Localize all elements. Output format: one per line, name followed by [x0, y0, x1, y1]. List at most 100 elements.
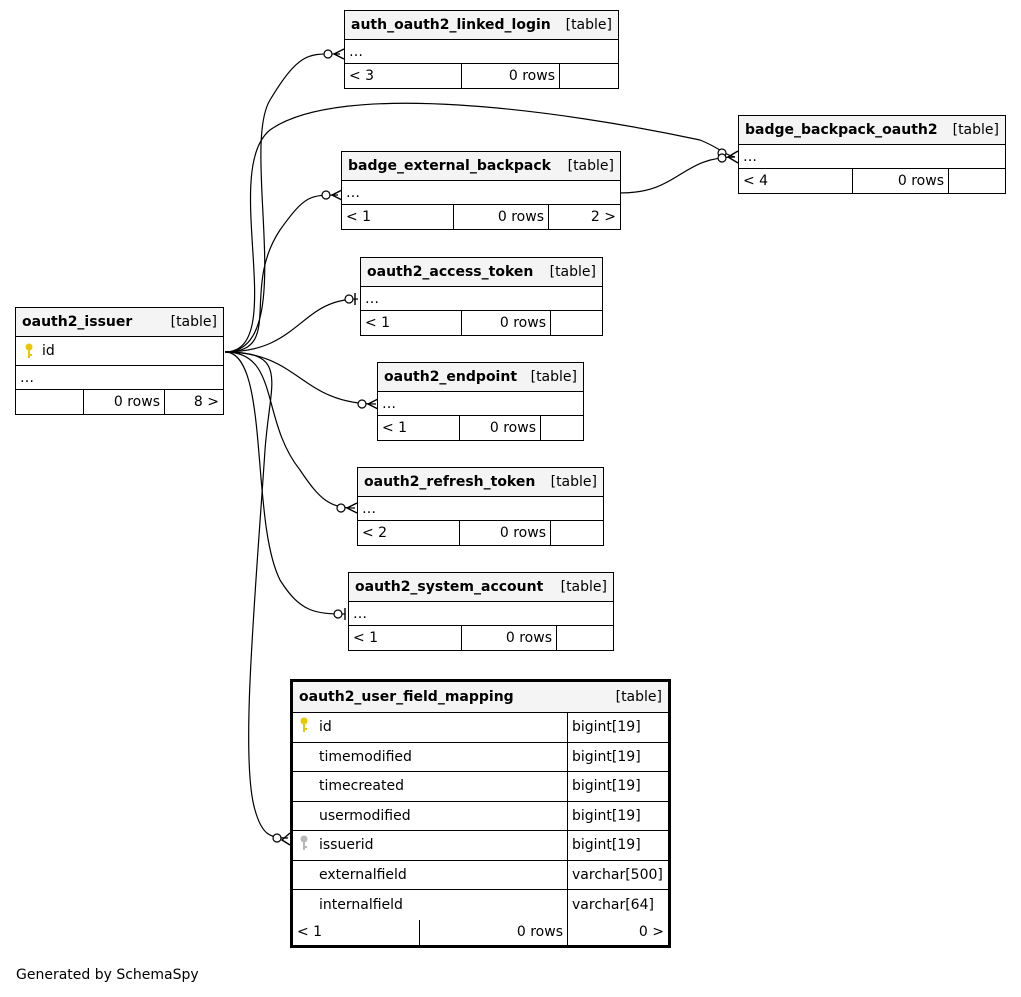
- table-header: auth_oauth2_linked_login[table]: [345, 11, 618, 40]
- table-header: oauth2_refresh_token [table]: [358, 468, 603, 497]
- children-link[interactable]: 2 >: [548, 205, 620, 229]
- table-footer: < 1 0 rows 0 >: [293, 919, 668, 945]
- collapsed-columns: …: [346, 184, 360, 201]
- parents-link[interactable]: < 1: [297, 924, 323, 940]
- children-link[interactable]: [948, 169, 1005, 193]
- table-oauth2-access-token[interactable]: oauth2_access_token[table] … < 1 0 rows: [360, 257, 603, 336]
- parents-link[interactable]: < 1: [346, 209, 372, 225]
- row-count: 0 rows: [461, 311, 550, 335]
- column-type: bigint[19]: [567, 772, 668, 801]
- table-auth-oauth2-linked-login[interactable]: auth_oauth2_linked_login[table] … < 3 0 …: [344, 10, 619, 89]
- edge-end-backpack-b: [717, 153, 727, 163]
- parents-link[interactable]: < 1: [353, 630, 379, 646]
- column-name: usermodified: [319, 807, 411, 824]
- table-footer: < 1 0 rows: [361, 311, 602, 335]
- table-name: oauth2_endpoint: [384, 369, 518, 385]
- row-count: 0 rows: [459, 416, 540, 440]
- table-footer: 0 rows 8 >: [16, 390, 223, 414]
- foreign-key-icon: [299, 835, 313, 855]
- column-name-cell: timecreated: [293, 772, 567, 801]
- row-count: 0 rows: [852, 169, 948, 193]
- table-body: …: [361, 287, 602, 311]
- table-body: …: [16, 366, 223, 390]
- table-footer: < 1 0 rows: [378, 416, 583, 440]
- column-type: bigint[19]: [567, 713, 668, 742]
- row-count: 0 rows: [459, 521, 550, 545]
- parents-link[interactable]: < 2: [362, 525, 388, 541]
- edge-system-account: [224, 351, 346, 615]
- collapsed-columns: …: [349, 43, 363, 60]
- collapsed-columns: …: [20, 369, 34, 386]
- parents-link[interactable]: < 1: [382, 420, 408, 436]
- table-header: oauth2_system_account[table]: [349, 573, 613, 602]
- children-link[interactable]: [559, 64, 618, 88]
- table-footer: < 2 0 rows: [358, 521, 603, 545]
- table-name: oauth2_refresh_token: [364, 474, 536, 490]
- table-header: badge_external_backpack [table]: [342, 152, 620, 181]
- column-name-cell: internalfield: [293, 890, 567, 920]
- table-body: …: [378, 392, 583, 416]
- column-name-cell: id: [293, 713, 567, 742]
- edge-end-endpoint: [357, 399, 367, 409]
- column-name-cell: issuerid: [293, 831, 567, 860]
- column-name: internalfield: [319, 896, 403, 913]
- column-name: issuerid: [319, 837, 374, 854]
- table-name: oauth2_user_field_mapping: [299, 689, 514, 705]
- column-name-cell: timemodified: [293, 743, 567, 772]
- table-badge-backpack-oauth2[interactable]: badge_backpack_oauth2 [table] … < 4 0 row…: [738, 115, 1006, 194]
- table-oauth2-refresh-token[interactable]: oauth2_refresh_token [table] … < 2 0 rows: [357, 467, 604, 546]
- table-badge-external-backpack[interactable]: badge_external_backpack [table] … < 1 0 r…: [341, 151, 621, 230]
- table-body: …: [345, 40, 618, 64]
- column-name: id: [42, 343, 55, 359]
- table-footer: < 1 0 rows: [349, 626, 613, 650]
- children-link[interactable]: 8 >: [164, 390, 223, 414]
- children-link[interactable]: [550, 311, 602, 335]
- parents-link[interactable]: < 4: [743, 173, 769, 189]
- table-header: badge_backpack_oauth2 [table]: [739, 116, 1005, 145]
- edge-end-access-token: [344, 294, 354, 304]
- edge-end-refresh-token: [336, 503, 346, 513]
- edge-refresh-token: [224, 351, 356, 509]
- table-name: badge_backpack_oauth2: [745, 122, 938, 138]
- table-kind: [table]: [550, 474, 597, 490]
- primary-key-icon: [25, 343, 33, 358]
- table-name: oauth2_issuer: [22, 314, 133, 330]
- collapsed-columns: …: [743, 148, 757, 165]
- table-header: oauth2_access_token[table]: [361, 258, 602, 287]
- collapsed-columns: …: [362, 500, 376, 517]
- table-kind: [table]: [952, 122, 999, 138]
- children-link[interactable]: [550, 521, 603, 545]
- table-oauth2-system-account[interactable]: oauth2_system_account[table] … < 1 0 row…: [348, 572, 614, 651]
- table-oauth2-issuer[interactable]: oauth2_issuer[table] id … 0 rows 8 >: [15, 307, 224, 415]
- parents-link[interactable]: < 3: [349, 68, 375, 84]
- parents-link[interactable]: < 1: [365, 315, 391, 331]
- column-type: bigint[19]: [567, 742, 668, 771]
- row-count: 0 rows: [419, 919, 567, 945]
- table-header: oauth2_issuer[table]: [16, 308, 223, 337]
- edge-external-to-backpack: [619, 156, 736, 194]
- parents-link[interactable]: [16, 390, 83, 414]
- edge-end-system-account: [333, 609, 343, 619]
- table-kind: [table]: [560, 579, 607, 595]
- table-footer: < 4 0 rows: [739, 169, 1005, 193]
- collapsed-columns: …: [382, 395, 396, 412]
- edge-external-backpack: [224, 194, 339, 353]
- primary-key-icon: [299, 717, 313, 737]
- table-footer: < 1 0 rows 2 >: [342, 205, 620, 229]
- table-oauth2-endpoint[interactable]: oauth2_endpoint[table] … < 1 0 rows: [377, 362, 584, 441]
- children-link[interactable]: [540, 416, 583, 440]
- table-body: …: [739, 145, 1005, 169]
- children-link[interactable]: [556, 626, 613, 650]
- column-type: bigint[19]: [567, 801, 668, 830]
- children-link[interactable]: 0 >: [567, 919, 668, 945]
- table-name: badge_external_backpack: [348, 158, 551, 174]
- table-footer: < 3 0 rows: [345, 64, 618, 88]
- table-name: auth_oauth2_linked_login: [351, 17, 551, 33]
- table-kind: [table]: [567, 158, 614, 174]
